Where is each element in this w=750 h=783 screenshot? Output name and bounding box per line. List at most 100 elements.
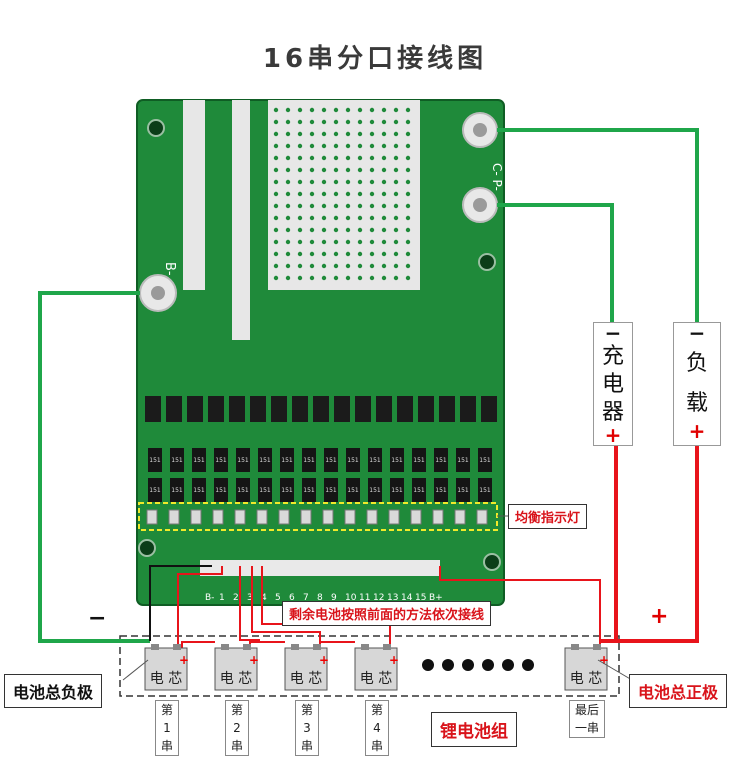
resistor	[170, 478, 184, 502]
via-hole	[345, 143, 351, 149]
via-hole	[369, 167, 375, 173]
via-hole	[369, 155, 375, 161]
balance-led	[344, 509, 356, 525]
mosfet	[292, 396, 308, 422]
balance-led	[454, 509, 466, 525]
callout-lines	[122, 515, 633, 681]
via-hole	[285, 155, 291, 161]
via-hole	[321, 251, 327, 257]
resistor-mark: 151	[193, 457, 205, 464]
via-hole	[297, 143, 303, 149]
terminal-label: B-	[205, 593, 214, 603]
resistor	[324, 448, 338, 472]
resistor-mark: 151	[237, 487, 249, 494]
via-hole	[333, 215, 339, 221]
via-hole	[285, 251, 291, 257]
resistor	[412, 478, 426, 502]
via-hole	[405, 263, 411, 269]
tinned-strips	[183, 100, 420, 340]
resistor	[236, 448, 250, 472]
via-hole	[321, 227, 327, 233]
resistor-mark: 151	[215, 457, 227, 464]
cell-plus: +	[249, 653, 259, 667]
via-hole	[321, 275, 327, 281]
balance-led	[278, 509, 290, 525]
resistor-mark: 151	[237, 457, 249, 464]
via-hole	[333, 131, 339, 137]
battery-pack-outline	[119, 635, 620, 697]
via-hole	[369, 263, 375, 269]
via-hole	[285, 131, 291, 137]
via-hole	[309, 275, 315, 281]
via-hole	[393, 131, 399, 137]
resistor-mark: 151	[259, 457, 271, 464]
via-hole	[285, 167, 291, 173]
via-hole	[345, 239, 351, 245]
terminal-label: 8	[317, 593, 323, 603]
via-hole	[297, 203, 303, 209]
balance-led	[300, 509, 312, 525]
balance-led	[168, 509, 180, 525]
resistor-mark: 151	[281, 457, 293, 464]
charger-box: − 充 电 器 +	[593, 322, 633, 446]
via-hole	[273, 263, 279, 269]
terminal-label: 10	[345, 593, 357, 603]
via-hole	[345, 215, 351, 221]
balance-led	[432, 509, 444, 525]
via-hole	[369, 227, 375, 233]
red-sense-first	[177, 566, 223, 650]
via-hole	[405, 131, 411, 137]
resistor-mark: 151	[303, 457, 315, 464]
resistor-mark: 151	[457, 487, 469, 494]
via-hole	[309, 119, 315, 125]
resistor-mark: 151	[259, 487, 271, 494]
via-hole	[333, 239, 339, 245]
via-hole	[321, 107, 327, 113]
via-hole	[345, 203, 351, 209]
via-hole	[393, 191, 399, 197]
via-hole	[393, 203, 399, 209]
via-hole	[393, 227, 399, 233]
cell-neg-tab	[291, 644, 299, 650]
mosfet	[166, 396, 182, 422]
via-hole	[357, 143, 363, 149]
resistor	[346, 478, 360, 502]
via-hole	[285, 179, 291, 185]
via-hole	[333, 263, 339, 269]
via-hole	[405, 239, 411, 245]
via-hole	[285, 227, 291, 233]
resistor-mark: 151	[347, 457, 359, 464]
via-hole	[321, 143, 327, 149]
via-hole	[273, 167, 279, 173]
cell-pos-tab	[593, 644, 601, 650]
mosfet	[187, 396, 203, 422]
via-hole	[381, 239, 387, 245]
via-hole	[405, 227, 411, 233]
resistor	[302, 478, 316, 502]
resistor	[390, 478, 404, 502]
resistor-mark: 151	[369, 457, 381, 464]
resistor-mark: 151	[193, 487, 205, 494]
via-hole	[285, 239, 291, 245]
via-hole	[285, 119, 291, 125]
cell-neg-tab	[151, 644, 159, 650]
resistor	[368, 478, 382, 502]
balance-led	[476, 509, 488, 525]
resistor-mark: 151	[479, 487, 491, 494]
via-hole	[405, 275, 411, 281]
via-hole	[297, 227, 303, 233]
via-hole	[345, 227, 351, 233]
via-hole	[333, 251, 339, 257]
charger-text-3: 器	[601, 400, 624, 425]
via-hole	[357, 203, 363, 209]
load-text-1: 负	[685, 351, 708, 376]
tin-strip	[232, 100, 250, 340]
resistor	[324, 478, 338, 502]
red-main-wires	[600, 445, 699, 643]
balance-led	[212, 509, 224, 525]
resistor-mark: 151	[413, 487, 425, 494]
via-hole	[273, 239, 279, 245]
terminal-label: B+	[429, 593, 443, 603]
battery-cell	[354, 647, 398, 691]
via-hole	[381, 251, 387, 257]
